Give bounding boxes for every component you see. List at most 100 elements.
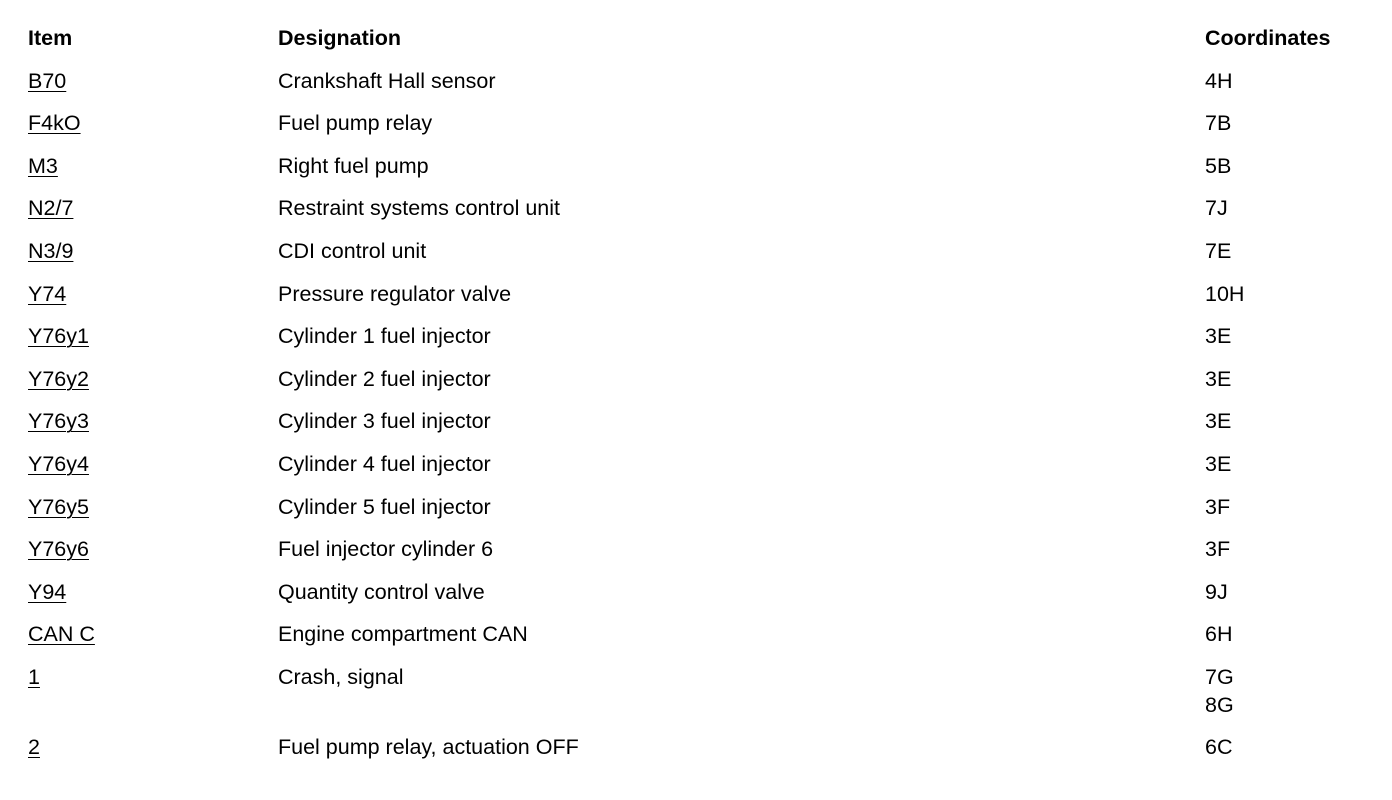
- item-cell: N2/7: [28, 194, 73, 222]
- designation-cell: Cylinder 3 fuel injector: [278, 409, 491, 434]
- coordinate-value: 7J: [1205, 196, 1228, 221]
- coordinates-cell: 6H: [1205, 620, 1232, 648]
- coordinate-value: 3E: [1205, 366, 1232, 391]
- designation-cell: Right fuel pump: [278, 153, 429, 178]
- coordinates-cell: 3F: [1205, 535, 1230, 563]
- coordinates-cell: 10H: [1205, 280, 1244, 308]
- item-cell: F4kO: [28, 109, 81, 137]
- item-link[interactable]: 2: [28, 734, 40, 759]
- item-cell: B70: [28, 67, 66, 95]
- designation-cell: Cylinder 4 fuel injector: [278, 451, 491, 476]
- item-cell: 1: [28, 663, 40, 691]
- designation-cell: Restraint systems control unit: [278, 196, 560, 221]
- item-link[interactable]: Y94: [28, 579, 67, 604]
- item-cell: N3/9: [28, 237, 73, 265]
- table-row: Y74 Pressure regulator valve 10H: [28, 280, 1368, 323]
- coordinates-cell: 6C: [1205, 733, 1232, 761]
- designation-cell: Quantity control valve: [278, 579, 485, 604]
- column-header-designation: Designation: [278, 26, 402, 50]
- coordinate-value: 7B: [1205, 111, 1232, 136]
- table-row: Y76y3 Cylinder 3 fuel injector 3E: [28, 407, 1368, 450]
- item-cell: 2: [28, 733, 40, 761]
- coordinates-cell: 7B: [1205, 109, 1231, 137]
- item-cell: Y76y3: [28, 407, 89, 435]
- item-link[interactable]: Y76y3: [28, 409, 89, 434]
- item-link[interactable]: N3/9: [28, 238, 74, 263]
- item-link[interactable]: Y76y5: [28, 494, 89, 519]
- coordinates-cell: 3E: [1205, 322, 1231, 350]
- coordinates-cell: 3F: [1205, 493, 1230, 521]
- table-row: Y76y1 Cylinder 1 fuel injector 3E: [28, 322, 1368, 365]
- coordinate-value: 9J: [1205, 579, 1228, 604]
- table-header-row: Item Designation Coordinates: [28, 24, 1368, 67]
- component-legend-table: Item Designation Coordinates B70 Cranksha…: [28, 24, 1368, 776]
- coordinate-value: 3E: [1205, 324, 1232, 349]
- designation-cell: CDI control unit: [278, 238, 427, 263]
- item-cell: Y76y2: [28, 365, 89, 393]
- coordinates-cell: 4H: [1205, 67, 1232, 95]
- item-cell: Y94: [28, 578, 66, 606]
- coordinates-cell: 9J: [1205, 578, 1228, 606]
- coordinate-value: 4H: [1205, 68, 1233, 93]
- table-row: Y76y5 Cylinder 5 fuel injector 3F: [28, 493, 1368, 536]
- coordinates-cell: 3E: [1205, 365, 1231, 393]
- designation-cell: Cylinder 5 fuel injector: [278, 494, 491, 519]
- table-row: N2/7 Restraint systems control unit 7J: [28, 194, 1368, 237]
- designation-cell: Engine compartment CAN: [278, 622, 528, 647]
- item-link[interactable]: Y76y6: [28, 537, 89, 562]
- table-row: 2 Fuel pump relay, actuation OFF 6C: [28, 733, 1368, 776]
- designation-cell: Crankshaft Hall sensor: [278, 68, 496, 93]
- coordinates-cell: 3E: [1205, 450, 1231, 478]
- coordinate-value: 8G: [1205, 692, 1234, 717]
- item-cell: Y76y5: [28, 493, 89, 521]
- item-cell: Y76y4: [28, 450, 89, 478]
- designation-cell: Pressure regulator valve: [278, 281, 512, 306]
- table-row: Y76y6 Fuel injector cylinder 6 3F: [28, 535, 1368, 578]
- coordinate-value: 10H: [1205, 281, 1245, 306]
- item-link[interactable]: 1: [28, 664, 40, 689]
- item-link[interactable]: Y76y4: [28, 451, 89, 476]
- designation-cell: Fuel injector cylinder 6: [278, 537, 494, 562]
- coordinate-value: 5B: [1205, 153, 1232, 178]
- item-link[interactable]: M3: [28, 153, 58, 178]
- table-row: Y76y4 Cylinder 4 fuel injector 3E: [28, 450, 1368, 493]
- table-row: Y76y2 Cylinder 2 fuel injector 3E: [28, 365, 1368, 408]
- coordinate-value: 3F: [1205, 537, 1231, 562]
- item-cell: Y76y1: [28, 322, 89, 350]
- item-link[interactable]: Y76y2: [28, 366, 89, 391]
- table-row: B70 Crankshaft Hall sensor 4H: [28, 67, 1368, 110]
- designation-cell: Crash, signal: [278, 664, 404, 689]
- item-cell: Y76y6: [28, 535, 89, 563]
- column-header-coordinates: Coordinates: [1205, 26, 1331, 50]
- table-row: Y94 Quantity control valve 9J: [28, 578, 1368, 621]
- table-row: M3 Right fuel pump 5B: [28, 152, 1368, 195]
- table-row: F4kO Fuel pump relay 7B: [28, 109, 1368, 152]
- item-link[interactable]: Y74: [28, 281, 67, 306]
- item-link[interactable]: F4kO: [28, 111, 81, 136]
- designation-cell: Fuel pump relay: [278, 111, 433, 136]
- coordinate-value: 7G: [1205, 664, 1234, 689]
- coordinates-cell: 7J: [1205, 194, 1228, 222]
- coordinates-cell: 5B: [1205, 152, 1231, 180]
- coordinate-value: 3E: [1205, 409, 1232, 434]
- item-cell: Y74: [28, 280, 66, 308]
- coordinates-cell: 3E: [1205, 407, 1231, 435]
- item-cell: M3: [28, 152, 58, 180]
- table-row: N3/9 CDI control unit 7E: [28, 237, 1368, 280]
- item-link[interactable]: Y76y1: [28, 324, 89, 349]
- coordinate-value: 3F: [1205, 494, 1231, 519]
- coordinate-value: 3E: [1205, 451, 1232, 476]
- column-header-item: Item: [28, 26, 73, 50]
- coordinates-cell: 7E: [1205, 237, 1231, 265]
- item-link[interactable]: N2/7: [28, 196, 74, 221]
- coordinate-value: 7E: [1205, 238, 1232, 263]
- designation-cell: Cylinder 2 fuel injector: [278, 366, 491, 391]
- table-row: CAN C Engine compartment CAN 6H: [28, 620, 1368, 663]
- item-cell: CAN C: [28, 620, 95, 648]
- designation-cell: Fuel pump relay, actuation OFF: [278, 734, 579, 759]
- item-link[interactable]: CAN C: [28, 622, 95, 647]
- designation-cell: Cylinder 1 fuel injector: [278, 324, 491, 349]
- item-link[interactable]: B70: [28, 68, 67, 93]
